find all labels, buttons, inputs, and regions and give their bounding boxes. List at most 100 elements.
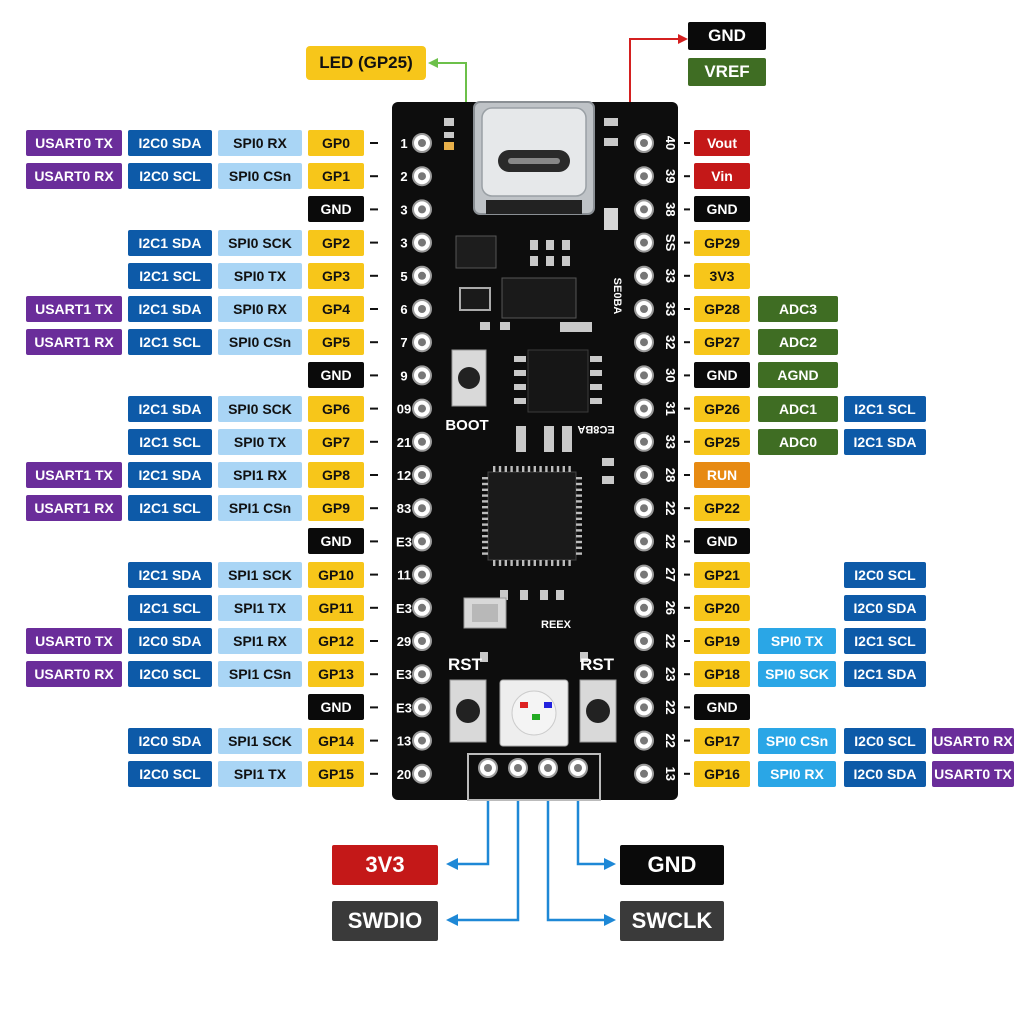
left-pin-number: 09 bbox=[397, 402, 411, 417]
bottom-swdio-label: SWDIO bbox=[332, 901, 438, 941]
mcu-pin bbox=[576, 552, 582, 555]
mcu-pin bbox=[533, 560, 536, 566]
mcu-pin bbox=[522, 560, 525, 566]
right-i2c-label: I2C0 SDA bbox=[844, 760, 926, 787]
left-pin-label: GP12 bbox=[308, 628, 364, 654]
left-i2c-label: I2C1 SDA bbox=[128, 462, 212, 488]
mcu-pin bbox=[522, 466, 525, 472]
mcu-pin bbox=[516, 560, 519, 566]
left-usart-label: USART1 TX bbox=[26, 462, 122, 488]
right-i2c-label: I2C1 SDA bbox=[844, 428, 926, 455]
right-pin-label: GP27 bbox=[694, 329, 750, 356]
mcu-pin bbox=[576, 500, 582, 503]
left-i2c-label: I2C1 SCL bbox=[128, 329, 212, 356]
pin-hole-center bbox=[418, 172, 426, 181]
left-pin-label: GND bbox=[308, 362, 364, 389]
mcu-pin bbox=[539, 560, 542, 566]
right-pin-label: Vin bbox=[694, 163, 750, 190]
mcu-pin bbox=[576, 494, 582, 497]
left-pin-number: 11 bbox=[397, 568, 411, 583]
left-i2c-label: I2C0 SDA bbox=[128, 628, 212, 654]
right-pin-label: GND bbox=[694, 528, 750, 555]
pin-hole-center bbox=[640, 404, 648, 413]
mcu-pin bbox=[482, 540, 488, 544]
right-pin-number: 40 bbox=[663, 136, 678, 150]
left-pin-number: E3 bbox=[396, 667, 412, 682]
mcu-pin bbox=[527, 466, 531, 472]
pin-hole-center bbox=[640, 736, 648, 745]
left-spi-label: SPI1 RX bbox=[218, 628, 302, 654]
left-i2c-label: I2C1 SDA bbox=[128, 229, 212, 256]
pin-hole-center bbox=[640, 305, 648, 313]
left-i2c-label: I2C0 SCL bbox=[128, 163, 212, 190]
mcu-pin bbox=[576, 506, 582, 509]
right-pin-number: 32 bbox=[663, 335, 678, 349]
left-pin-label: GP11 bbox=[308, 594, 364, 621]
right-pin-label: GP26 bbox=[694, 395, 750, 422]
right-pin-number: 33 bbox=[663, 302, 678, 316]
mcu-pin bbox=[568, 466, 571, 472]
mcu-pin bbox=[482, 482, 488, 486]
left-i2c-label: I2C0 SCL bbox=[128, 661, 212, 688]
mcu-pin bbox=[576, 535, 582, 538]
mcu-pin bbox=[539, 466, 542, 472]
left-pin-number: E3 bbox=[396, 700, 412, 715]
swd-pad-frame bbox=[467, 753, 601, 801]
swd-pin-hole-center bbox=[574, 764, 582, 772]
board: BOOT RST RST EC8BA SE0BA REEX 1233567909… bbox=[392, 101, 678, 801]
pin-hole-center bbox=[418, 238, 426, 247]
pin-hole-center bbox=[418, 471, 426, 479]
left-pin-label: GP8 bbox=[308, 462, 364, 488]
right-pin-number: 22 bbox=[663, 534, 678, 548]
mcu-pin bbox=[482, 500, 488, 503]
left-pin-label: GP15 bbox=[308, 760, 364, 787]
pin-hole-center bbox=[640, 271, 648, 280]
mcu-pin bbox=[504, 560, 507, 566]
swd-gnd-arrow bbox=[604, 858, 616, 870]
mcu-pin bbox=[498, 560, 502, 566]
right-pin-number: 22 bbox=[663, 501, 678, 515]
right-i2c-label: I2C0 SDA bbox=[844, 594, 926, 621]
right-pin-number: 22 bbox=[663, 634, 678, 648]
left-pin-number: 9 bbox=[400, 368, 407, 383]
pin-hole-center bbox=[640, 570, 648, 579]
pin-hole-center bbox=[418, 637, 426, 645]
right-pin-label: GP19 bbox=[694, 628, 750, 654]
pin-hole-center bbox=[640, 238, 648, 247]
top-gnd-label: GND bbox=[688, 22, 766, 50]
right-pin-label: GP16 bbox=[694, 760, 750, 787]
right-pin-label: GP22 bbox=[694, 495, 750, 522]
left-pin-number: 7 bbox=[400, 335, 407, 350]
pin-hole-center bbox=[640, 172, 648, 181]
mcu-chip bbox=[482, 466, 582, 566]
mcu-pin bbox=[482, 529, 488, 532]
reset-button-left bbox=[449, 679, 487, 743]
pin-hole-center bbox=[418, 437, 426, 446]
mcu-pin bbox=[482, 517, 488, 520]
left-i2c-label: I2C1 SDA bbox=[128, 395, 212, 422]
pin-hole-center bbox=[418, 670, 426, 679]
mcu-pin bbox=[510, 560, 513, 566]
right-spi-label: SPI0 SCK bbox=[758, 661, 836, 688]
right-pin-label: GP17 bbox=[694, 727, 750, 754]
left-spi-label: SPI1 SCK bbox=[218, 561, 302, 588]
pin-hole-center bbox=[418, 603, 426, 612]
left-pin-label: GP6 bbox=[308, 395, 364, 422]
swd-3v3-line bbox=[456, 778, 490, 866]
mcu-pin bbox=[576, 523, 582, 526]
pin-hole-center bbox=[418, 205, 426, 214]
left-usart-label: USART0 RX bbox=[26, 163, 122, 190]
right-i2c-label: I2C1 SCL bbox=[844, 628, 926, 654]
left-pin-label: GP14 bbox=[308, 727, 364, 754]
left-spi-label: SPI0 TX bbox=[218, 428, 302, 455]
pin-hole-center bbox=[640, 371, 648, 380]
right-adc-label: AGND bbox=[758, 362, 838, 389]
bottom-swclk-label: SWCLK bbox=[620, 901, 724, 941]
pin-hole-center bbox=[640, 139, 648, 147]
right-pin-number: 33 bbox=[663, 435, 678, 449]
smd-components bbox=[444, 118, 618, 662]
pin-hole-center bbox=[418, 504, 426, 513]
left-spi-label: SPI1 CSn bbox=[218, 495, 302, 522]
